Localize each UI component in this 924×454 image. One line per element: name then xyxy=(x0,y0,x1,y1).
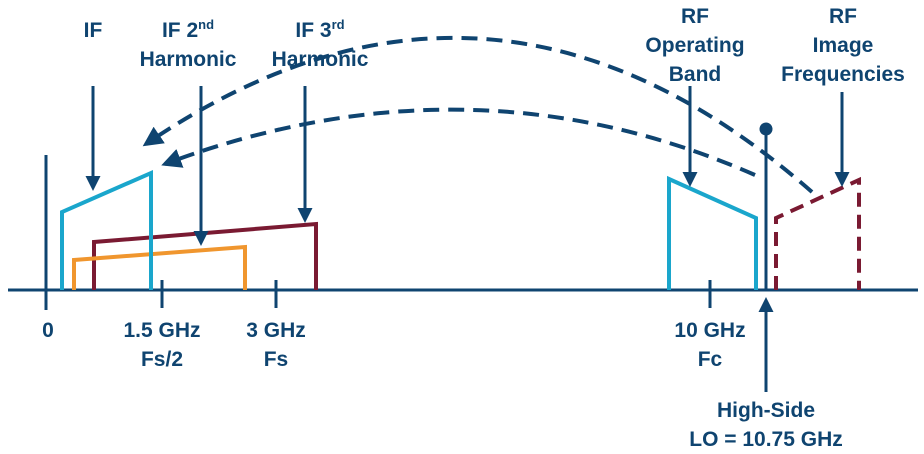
tick-0-text: 0 xyxy=(42,319,54,342)
lo-line2: LO = 10.75 GHz xyxy=(689,428,843,451)
rf-image-line1: RF xyxy=(829,5,857,28)
if-band xyxy=(60,169,153,290)
high-side-lo-label: High-Side LO = 10.75 GHz xyxy=(666,396,866,454)
if2-label-text: IF 2 xyxy=(161,19,199,42)
rf-band-line1: RF xyxy=(681,5,709,28)
rf-operating-band xyxy=(667,175,758,290)
tick-3-sub: Fs xyxy=(263,348,289,371)
if2-label-line2: Harmonic xyxy=(139,48,237,71)
rf-band-line3: Band xyxy=(668,63,722,86)
rf-image-frequencies-label: RF Image Frequencies xyxy=(766,2,920,89)
tick-label-0: 0 xyxy=(36,316,60,345)
mixing-arc-inner xyxy=(161,107,756,177)
if-2nd-harmonic-label: IF 2nd Harmonic xyxy=(126,16,250,74)
if-2nd-harmonic-band xyxy=(72,244,247,290)
if3-label-text: IF 3 xyxy=(295,19,332,42)
rf-image-line2: Image xyxy=(812,34,874,57)
if-3rd-harmonic-label: IF 3rd Harmonic xyxy=(258,16,382,74)
tick-15-sub: Fs/2 xyxy=(140,348,184,371)
lo-line1: High-Side xyxy=(717,399,815,422)
if3-label-sup: rd xyxy=(331,17,345,32)
rf-operating-band-label: RF Operating Band xyxy=(640,2,750,89)
if3-label-line2: Harmonic xyxy=(271,48,369,71)
rf-band-line2: Operating xyxy=(645,34,745,57)
tick-10-text: 10 GHz xyxy=(674,319,746,342)
tick-15-text: 1.5 GHz xyxy=(123,319,201,342)
if2-label-sup: nd xyxy=(198,17,215,32)
rf-image-line3: Frequencies xyxy=(781,63,905,86)
mixing-arc-outer xyxy=(142,35,814,194)
tick-3-text: 3 GHz xyxy=(246,319,306,342)
rf-image-band xyxy=(774,176,861,290)
tick-10-sub: Fc xyxy=(697,348,723,371)
if-label-text: IF xyxy=(83,19,103,42)
lo-dot xyxy=(759,122,773,136)
tick-label-3ghz: 3 GHz Fs xyxy=(226,316,326,374)
tick-label-10ghz: 10 GHz Fc xyxy=(656,316,764,374)
if-label: IF xyxy=(73,16,113,45)
tick-label-1-5ghz: 1.5 GHz Fs/2 xyxy=(106,316,218,374)
